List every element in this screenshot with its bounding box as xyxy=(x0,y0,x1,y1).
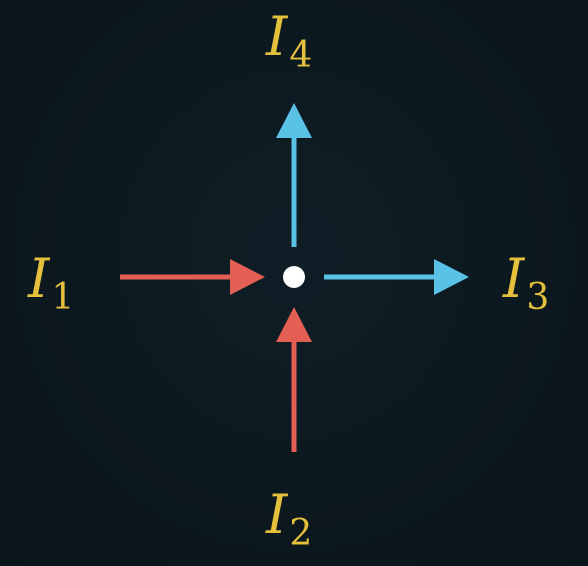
label-i3: I3 xyxy=(502,247,549,318)
arrow-i4-head xyxy=(276,103,312,138)
label-i4: I4 xyxy=(265,5,312,76)
label-i2-subscript: 2 xyxy=(289,513,312,554)
junction-node xyxy=(283,266,305,288)
arrow-i1-incoming xyxy=(120,259,265,295)
label-i2-symbol: I xyxy=(265,483,289,546)
label-i2: I2 xyxy=(265,483,312,554)
arrow-i1-head xyxy=(230,259,265,295)
arrow-i2-head xyxy=(276,307,312,342)
arrow-i2-incoming xyxy=(276,307,312,452)
label-i1-symbol: I xyxy=(27,247,51,310)
label-i3-subscript: 3 xyxy=(526,277,549,318)
arrow-i3-outgoing xyxy=(324,259,469,295)
arrow-i4-outgoing xyxy=(276,103,312,247)
arrow-i3-head xyxy=(434,259,469,295)
label-i1: I1 xyxy=(27,247,74,318)
label-i4-subscript: 4 xyxy=(289,35,312,76)
label-i4-symbol: I xyxy=(265,5,289,68)
label-i3-symbol: I xyxy=(502,247,526,310)
label-i1-subscript: 1 xyxy=(51,277,74,318)
